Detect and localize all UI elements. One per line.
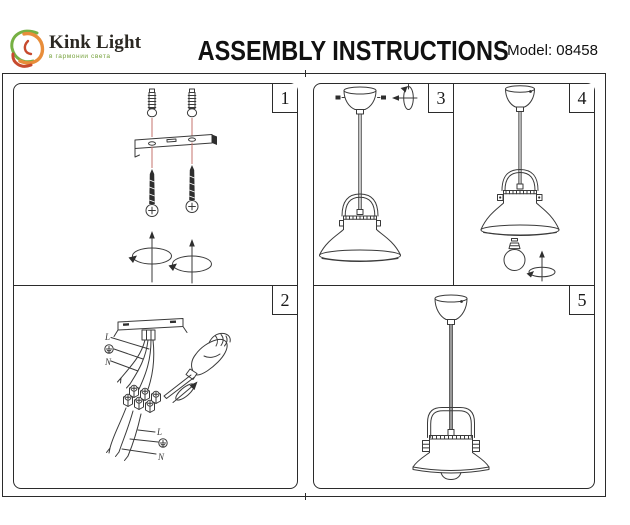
lamp-body bbox=[339, 215, 381, 230]
mounting-bracket bbox=[134, 134, 217, 158]
hand-with-screwdriver bbox=[163, 332, 231, 399]
step5-drawing bbox=[412, 294, 490, 480]
canopy-screw-left bbox=[335, 95, 345, 100]
ceiling-canopy bbox=[434, 294, 468, 325]
step4-drawing bbox=[480, 85, 560, 282]
step-badge-2: 2 bbox=[272, 286, 297, 315]
step-number-5: 5 bbox=[577, 289, 587, 310]
suspension-cord bbox=[518, 111, 522, 187]
alignment-guide-lines-bottom bbox=[151, 142, 193, 168]
step-badge-3: 3 bbox=[428, 84, 453, 113]
canopy-screw-right bbox=[377, 95, 386, 100]
lamp-handle bbox=[341, 193, 379, 217]
label-neutral-bottom: N bbox=[157, 452, 165, 462]
label-neutral-top: N bbox=[104, 357, 112, 367]
leader-lines-bottom bbox=[121, 429, 159, 455]
ceiling-wires bbox=[117, 339, 155, 397]
screw-right bbox=[185, 164, 199, 213]
label-line-top: L bbox=[104, 332, 110, 342]
earth-ground-symbol-bottom bbox=[158, 438, 168, 448]
insert-arrow bbox=[392, 95, 418, 101]
lamp-wires bbox=[106, 407, 142, 461]
step-badge-4: 4 bbox=[569, 84, 594, 113]
ceiling-canopy bbox=[505, 85, 535, 112]
wire-labels-bottom: L N bbox=[121, 427, 168, 462]
suspension-cord bbox=[358, 113, 362, 212]
left-panel-frame bbox=[13, 83, 298, 489]
brand-tagline: в гармонии света bbox=[49, 53, 111, 60]
step-number-1: 1 bbox=[280, 87, 290, 108]
lamp-shade bbox=[412, 452, 490, 480]
drawing-outer-border bbox=[2, 73, 606, 497]
wire-labels-top: L N bbox=[104, 332, 150, 372]
right-panel-frame bbox=[313, 83, 595, 489]
bulb-tip bbox=[440, 472, 462, 480]
lamp-shade bbox=[319, 229, 401, 262]
rotate-arrow-bulb bbox=[526, 250, 556, 282]
suspension-cord bbox=[447, 324, 455, 436]
rotate-arrow-canopy bbox=[400, 84, 414, 110]
step-badge-1: 1 bbox=[272, 84, 297, 113]
step-number-3: 3 bbox=[436, 87, 446, 108]
step-number-2: 2 bbox=[280, 289, 290, 310]
rotation-indicator bbox=[172, 381, 198, 403]
registration-tick-bottom bbox=[305, 493, 306, 500]
step-number-4: 4 bbox=[577, 87, 587, 108]
alignment-guide-lines-top bbox=[151, 118, 193, 137]
page-title: ASSEMBLY INSTRUCTIONS bbox=[197, 35, 509, 66]
earth-ground-symbol-top bbox=[104, 344, 114, 354]
label-line-bottom: L bbox=[156, 427, 162, 437]
lamp-body bbox=[497, 190, 543, 204]
lamp-body bbox=[422, 435, 480, 453]
kink-light-logo-icon bbox=[10, 29, 45, 68]
mounted-bracket bbox=[113, 318, 188, 341]
ceiling-canopy bbox=[343, 86, 377, 115]
wall-plug-right bbox=[186, 88, 198, 118]
lamp-handle bbox=[427, 407, 475, 438]
brand-block: Kink Light в гармонии света bbox=[49, 33, 141, 61]
step1-drawing bbox=[128, 88, 217, 284]
step2-drawing: L N bbox=[104, 318, 231, 462]
page-title-wrap: ASSEMBLY INSTRUCTIONS bbox=[168, 35, 509, 67]
screw-left bbox=[145, 168, 159, 217]
registration-tick-top bbox=[305, 70, 306, 77]
lamp-handle bbox=[501, 169, 539, 191]
model-number: Model: 08458 bbox=[507, 42, 598, 59]
right-panel-divider bbox=[314, 285, 594, 286]
step3-4-divider bbox=[453, 84, 454, 285]
step-badge-5: 5 bbox=[569, 286, 594, 315]
terminal-block bbox=[123, 384, 161, 413]
left-panel-divider bbox=[14, 285, 297, 286]
leader-lines-top bbox=[110, 337, 150, 372]
light-bulb bbox=[503, 238, 526, 271]
lamp-shade bbox=[480, 202, 560, 236]
step3-drawing bbox=[319, 84, 418, 262]
wall-plug-left bbox=[146, 88, 158, 118]
rotate-arrow-right bbox=[168, 239, 212, 284]
brand-name: Kink Light bbox=[49, 32, 142, 53]
rotate-arrow-left bbox=[128, 231, 172, 283]
